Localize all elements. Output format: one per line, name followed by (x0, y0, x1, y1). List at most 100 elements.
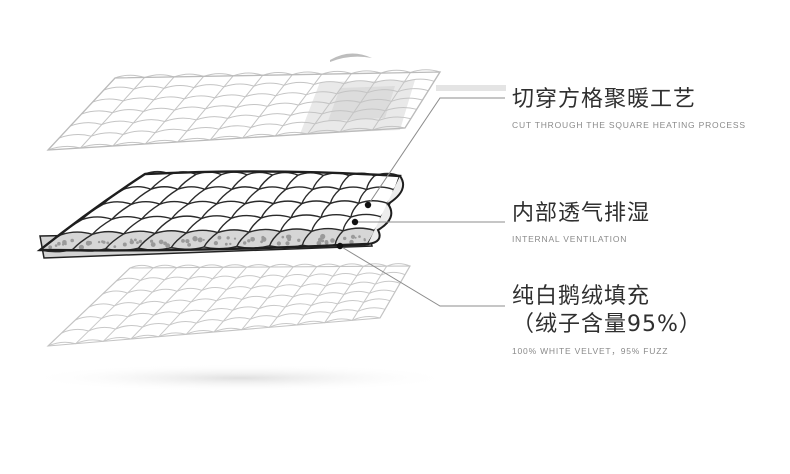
top-grid-column-seam (209, 74, 264, 141)
down-cluster-dot (233, 237, 237, 240)
down-cluster-dot (158, 240, 162, 244)
down-cluster-dot (297, 238, 301, 242)
down-cluster-dot (324, 240, 329, 244)
down-cluster-dot (136, 241, 139, 245)
label-down-filling: 纯白鹅绒填充 （绒子含量95%） 100% WHITE VELVET，95% F… (512, 283, 702, 357)
bottom-quilt-layer (46, 263, 411, 347)
down-cluster-dot (358, 235, 361, 238)
top-grid-column-seam (145, 76, 204, 145)
down-cluster-dot (197, 237, 203, 243)
down-cluster-dot (363, 238, 366, 241)
down-cluster-dot (163, 241, 168, 246)
down-cluster-dot (106, 241, 110, 245)
down-cluster-dot (150, 242, 156, 248)
bottom-grid-row-seam (102, 280, 401, 295)
top-grid-column-seam (372, 72, 411, 131)
down-cluster-dot (88, 241, 92, 245)
down-cluster-dot (113, 245, 117, 249)
down-cluster-dot (102, 240, 106, 244)
down-cluster-dot (130, 238, 133, 241)
down-cluster-dot (320, 233, 326, 240)
heating-square-core (328, 86, 395, 121)
top-layer-outline (46, 71, 442, 151)
peel-corner (330, 53, 372, 62)
top-quilt-layer (46, 53, 442, 151)
bottom-grid-column-seam (75, 267, 154, 345)
down-cluster-dot (213, 241, 218, 246)
label-down-filling-subtitle: 100% WHITE VELVET，95% FUZZ (512, 346, 669, 356)
label-down-filling-content: （绒子含量95%） (512, 312, 702, 337)
top-grid-column-seam (307, 73, 352, 135)
label-ventilation-subtitle: INTERNAL VENTILATION (512, 234, 628, 244)
bottom-grid-column-seam (102, 267, 178, 342)
down-cluster-dot (250, 237, 253, 240)
down-cluster-dot (181, 239, 185, 243)
ground-shadow (25, 364, 455, 392)
down-cluster-dot (187, 243, 192, 247)
top-grid-column-seam (339, 72, 382, 133)
down-cluster-dot (350, 234, 356, 239)
down-cluster-dot (261, 236, 267, 242)
down-cluster-dot (285, 241, 290, 246)
top-grid-column-seam (177, 75, 234, 143)
down-cluster-dot (202, 238, 205, 241)
top-grid-row-seam (81, 97, 423, 115)
bottom-grid-column-seam (268, 266, 318, 328)
down-cluster-dot (226, 236, 230, 240)
down-cluster-dot (281, 235, 285, 239)
down-cluster-dot (150, 239, 154, 243)
down-cluster-dot (349, 239, 354, 245)
down-cluster-dot (48, 245, 53, 250)
down-cluster-dot (316, 240, 322, 246)
label-square-heating-title: 切穿方格聚暖工艺 (512, 87, 697, 112)
callout-lines (339, 97, 505, 307)
down-cluster-dot (122, 242, 127, 247)
down-cluster-dot (229, 242, 232, 246)
top-grid-column-seam (242, 74, 293, 139)
callout-line-top (367, 97, 505, 206)
down-cluster-dot (354, 236, 357, 239)
top-grid-column-seam (274, 73, 323, 137)
down-cluster-dot (217, 235, 222, 240)
bottom-grid-row-seam (75, 298, 391, 321)
down-cluster-dot (54, 244, 58, 247)
bottom-grid-column-seam (324, 266, 364, 323)
bottom-grid-row-seam (116, 271, 406, 282)
callout-dot-bottom (336, 242, 344, 250)
down-cluster-dot (343, 236, 347, 241)
callout-dots (336, 201, 372, 250)
label-square-heating-subtitle: CUT THROUGH THE SQUARE HEATING PROCESS (512, 120, 746, 130)
down-cluster-dot (276, 241, 281, 246)
bottom-layer-outline (46, 265, 411, 347)
down-cluster-dot (330, 238, 335, 243)
label-down-filling-title: 纯白鹅绒填充 (512, 284, 651, 309)
top-grid-column-seam (112, 76, 175, 147)
down-cluster-dot (260, 240, 263, 244)
bottom-grid-column-seam (241, 266, 294, 331)
down-cluster-dot (243, 241, 247, 245)
bottom-grid-column-seam (351, 265, 388, 321)
down-cluster-dot (97, 240, 101, 244)
down-cluster-dot (224, 242, 228, 246)
down-cluster-dot (287, 237, 291, 242)
label-ventilation: 内部透气排湿 INTERNAL VENTILATION (512, 200, 650, 244)
down-cluster-dot (64, 242, 67, 246)
bottom-grid-row-seam (88, 289, 396, 308)
top-grid-row-seam (47, 125, 406, 151)
down-cluster-dot (138, 239, 143, 244)
label-square-heating: 切穿方格聚暖工艺 CUT THROUGH THE SQUARE HEATING … (512, 86, 746, 130)
bottom-grid-column-seam (130, 267, 201, 340)
top-grid-row-seam (59, 116, 411, 139)
bottom-grid-column-seam (296, 266, 341, 326)
down-cluster-dot (129, 239, 134, 245)
down-cluster-dot (193, 236, 198, 242)
top-grid-row-seam (103, 78, 435, 91)
bottom-grid-column-seam (185, 266, 248, 335)
down-cluster-dot (247, 239, 251, 243)
middle-down-layer (36, 170, 404, 259)
down-cluster-dot (70, 238, 74, 243)
down-cluster-dot (78, 244, 84, 250)
side-lobes (367, 175, 404, 245)
